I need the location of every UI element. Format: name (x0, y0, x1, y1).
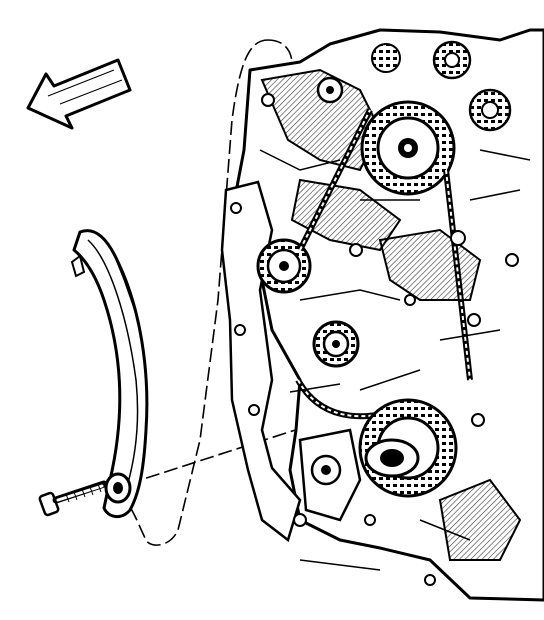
middle-sprocket (312, 320, 360, 368)
idler-sprocket (256, 238, 312, 294)
crank-sprocket (358, 398, 458, 498)
cam-sprocket (360, 100, 456, 196)
guide-bolt-icon (38, 480, 108, 517)
guide-location-leader (119, 39, 293, 546)
direction-arrow-icon (26, 58, 132, 130)
engine-front-assembly (220, 28, 544, 602)
chain-guide (70, 229, 149, 518)
